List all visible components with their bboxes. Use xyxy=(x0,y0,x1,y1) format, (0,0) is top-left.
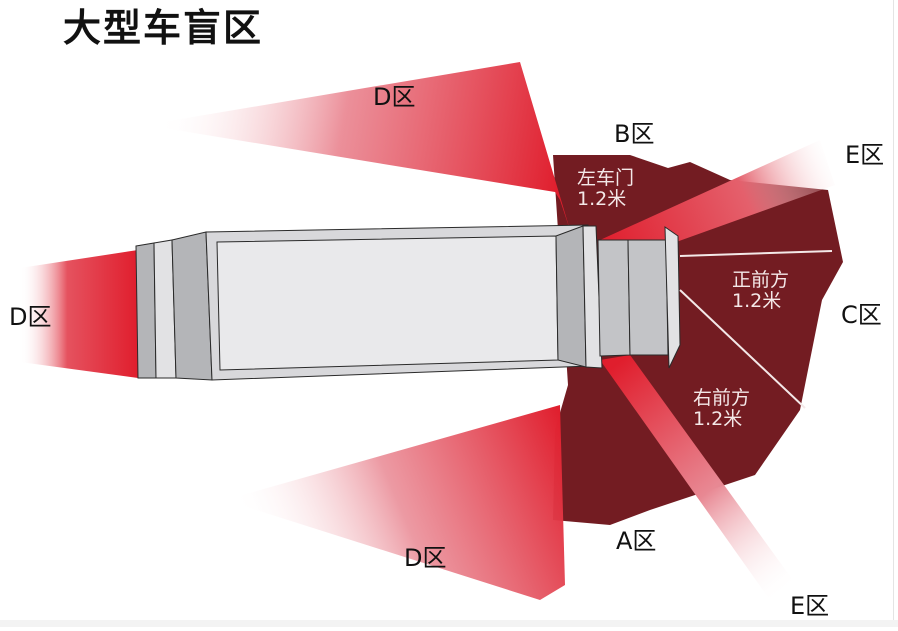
bottom-strip xyxy=(0,620,898,627)
truck-rear-bumper xyxy=(135,242,157,379)
front-name: 正前方 xyxy=(732,269,790,291)
left-door-distance: 1.2米 xyxy=(577,188,627,210)
truck-cab-rear xyxy=(597,239,631,357)
truck-trailer-front-bevel xyxy=(555,225,587,368)
d-zone-bottom-fan xyxy=(225,405,565,600)
right-front-name: 右前方 xyxy=(693,387,751,409)
zone-label-d-top: D区 xyxy=(373,83,416,111)
left-door-label: 左车门 1.2米 xyxy=(577,168,634,210)
zone-label-d-bottom: D区 xyxy=(404,544,447,572)
diagram-title: 大型车盲区 xyxy=(63,6,264,50)
truck-cab-windshield xyxy=(664,226,681,369)
zone-label-e-bottom: E区 xyxy=(790,592,830,620)
zone-label-b: B区 xyxy=(614,120,655,148)
front-label: 正前方 1.2米 xyxy=(732,270,789,312)
truck-cab-body xyxy=(627,239,669,356)
divider-line-right-front xyxy=(679,289,806,409)
right-front-label: 右前方 1.2米 xyxy=(693,388,750,430)
right-front-distance: 1.2米 xyxy=(693,408,743,430)
right-border xyxy=(893,0,894,627)
zone-label-a: A区 xyxy=(616,527,657,555)
e-zone-top-beam xyxy=(600,140,835,255)
d-zone-top-fan xyxy=(145,62,570,230)
zone-label-c: C区 xyxy=(841,301,882,329)
truck-trailer-roof xyxy=(216,235,559,371)
divider-line-front xyxy=(679,250,833,257)
e-zone-bottom-beam xyxy=(600,355,800,600)
truck-rear-door xyxy=(171,231,213,381)
front-distance: 1.2米 xyxy=(732,290,782,312)
left-door-name: 左车门 xyxy=(577,167,635,189)
truck-trailer-front-edge xyxy=(582,225,603,369)
zone-label-e-top: E区 xyxy=(845,141,885,169)
zone-label-d-left: D区 xyxy=(9,303,52,331)
d-zone-left-fan xyxy=(20,250,138,378)
